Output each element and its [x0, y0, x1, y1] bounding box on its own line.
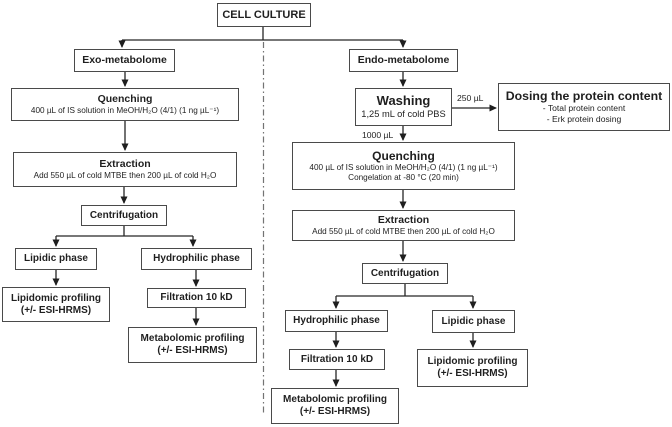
node-quenching-endo: Quenching 400 µL of IS solution in MeOH/… [292, 142, 515, 190]
node-exo-metabolome: Exo-metabolome [74, 49, 175, 72]
node-quenching-endo-detail-solution: 400 µL of IS solution in MeOH/H₂O (4/1) … [309, 162, 498, 172]
node-quenching-endo-title: Quenching [372, 148, 435, 163]
node-lipidomic-profiling-endo-subtitle: (+/- ESI-HRMS) [437, 368, 508, 379]
node-lipidic-phase-exo-title: Lipidic phase [24, 253, 88, 265]
node-hydrophilic-phase-endo: Hydrophilic phase [285, 310, 388, 332]
node-washing: Washing 1,25 mL of cold PBS [355, 88, 452, 126]
node-metabolomic-profiling-exo-subtitle: (+/- ESI-HRMS) [157, 345, 228, 356]
node-centrifugation-endo-title: Centrifugation [370, 267, 440, 279]
node-filtration-endo: Filtration 10 kD [289, 349, 385, 370]
node-lipidomic-profiling-exo-subtitle: (+/- ESI-HRMS) [20, 304, 92, 316]
node-filtration-exo: Filtration 10 kD [147, 288, 246, 308]
node-lipidomic-profiling-endo-title: Lipidomic profiling [427, 356, 518, 368]
node-centrifugation-exo-title: Centrifugation [89, 209, 159, 221]
node-extraction-exo-title: Extraction [99, 158, 151, 171]
node-quenching-exo-title: Quenching [97, 93, 153, 106]
node-hydrophilic-phase-exo: Hydrophilic phase [141, 248, 252, 270]
node-endo-metabolome: Endo-metabolome [349, 49, 458, 72]
node-centrifugation-exo: Centrifugation [81, 205, 167, 226]
node-metabolomic-profiling-exo-title: Metabolomic profiling [140, 333, 245, 345]
node-exo-metabolome-label: Exo-metabolome [82, 54, 167, 67]
node-centrifugation-endo: Centrifugation [362, 263, 448, 284]
node-metabolomic-profiling-endo: Metabolomic profiling (+/- ESI-HRMS) [271, 388, 399, 424]
node-hydrophilic-phase-exo-title: Hydrophilic phase [153, 253, 240, 265]
node-cell-culture-label: CELL CULTURE [222, 8, 306, 21]
node-extraction-exo: Extraction Add 550 µL of cold MTBE then … [13, 152, 237, 187]
node-dosing-item-total-protein: - Total protein content [542, 103, 626, 114]
node-extraction-endo: Extraction Add 550 µL of cold MTBE then … [292, 210, 515, 241]
node-metabolomic-profiling-endo-title: Metabolomic profiling [283, 394, 387, 406]
node-dosing-title: Dosing the protein content [505, 89, 663, 104]
node-extraction-endo-detail: Add 550 µL of cold MTBE then 200 µL of c… [312, 226, 495, 236]
node-filtration-exo-title: Filtration 10 kD [160, 292, 233, 304]
node-dosing-protein-content: Dosing the protein content - Total prote… [498, 83, 670, 131]
node-hydrophilic-phase-endo-title: Hydrophilic phase [293, 315, 380, 327]
node-quenching-exo-detail: 400 µL of IS solution in MeOH/H₂O (4/1) … [30, 105, 220, 115]
node-lipidic-phase-exo: Lipidic phase [15, 248, 97, 270]
node-metabolomic-profiling-exo: Metabolomic profiling (+/- ESI-HRMS) [128, 327, 257, 363]
node-filtration-endo-title: Filtration 10 kD [300, 353, 374, 365]
node-dosing-item-erk-protein: - Erk protein dosing [546, 114, 622, 125]
node-lipidomic-profiling-exo: Lipidomic profiling (+/- ESI-HRMS) [2, 287, 110, 322]
node-endo-metabolome-label: Endo-metabolome [357, 54, 450, 67]
node-extraction-exo-detail: Add 550 µL of cold MTBE then 200 µL of c… [33, 170, 217, 180]
node-cell-culture: CELL CULTURE [217, 3, 311, 27]
node-quenching-exo: Quenching 400 µL of IS solution in MeOH/… [11, 88, 239, 121]
node-lipidomic-profiling-exo-title: Lipidomic profiling [11, 292, 101, 304]
node-lipidic-phase-endo-title: Lipidic phase [441, 315, 506, 327]
node-washing-detail: 1,25 mL of cold PBS [361, 108, 446, 119]
node-lipidic-phase-endo: Lipidic phase [432, 310, 515, 333]
node-washing-title: Washing [376, 93, 431, 109]
node-quenching-endo-detail-congelation: Congelation at -80 °C (20 min) [348, 173, 459, 183]
node-lipidomic-profiling-endo: Lipidomic profiling (+/- ESI-HRMS) [417, 349, 528, 387]
flow-label-1000ul: 1000 µL [362, 130, 394, 140]
node-extraction-endo-title: Extraction [377, 214, 430, 227]
flow-label-250ul: 250 µL [457, 93, 484, 103]
node-metabolomic-profiling-endo-subtitle: (+/- ESI-HRMS) [299, 406, 371, 417]
